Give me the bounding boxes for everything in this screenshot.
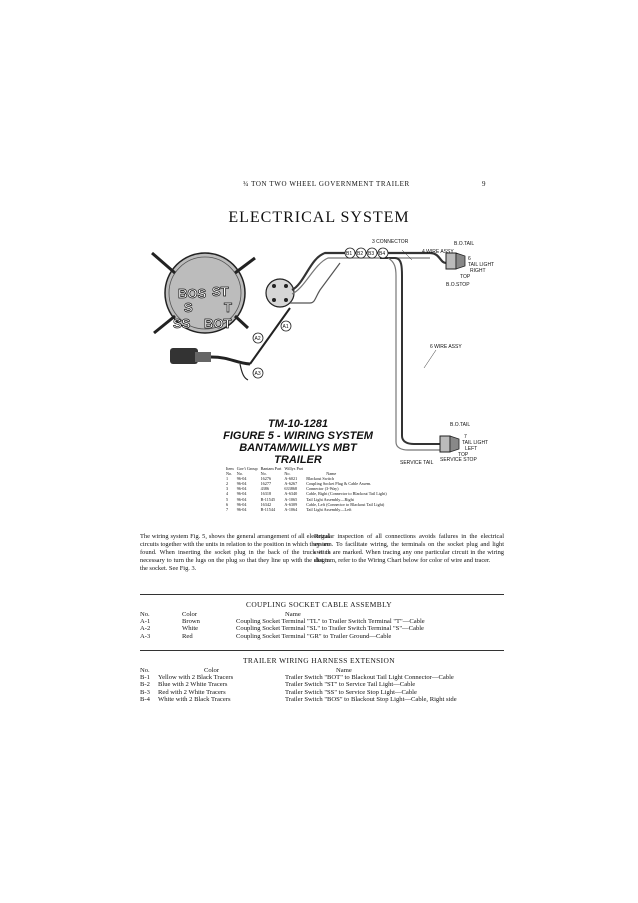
table-row: A-3 Red Coupling Socket Terminal "GR" to… [140, 632, 392, 640]
label-top-right: TOP [460, 274, 471, 280]
label-bo-tail-bottom: B.O.TAIL [450, 422, 470, 428]
figure-line-1: TM-10-1281 [268, 418, 328, 430]
label-num6: 6 [468, 256, 471, 262]
label-bos: BOS [178, 286, 207, 301]
figure-caption: TM-10-1281 FIGURE 5 - WIRING SYSTEM BANT… [218, 418, 378, 466]
label-ss: SS [173, 316, 191, 331]
figure-line-2: FIGURE 5 - WIRING SYSTEM [223, 430, 373, 442]
label-a3: A3 [255, 371, 261, 377]
running-title: ¾ TON TWO WHEEL GOVERNMENT TRAILER [243, 180, 410, 188]
label-wire-assy-top: 4 WIRE ASSY [422, 249, 454, 255]
divider [140, 650, 504, 651]
harness-title: TRAILER WIRING HARNESS EXTENSION [242, 656, 396, 665]
label-a2: A2 [255, 336, 261, 342]
figure-line-4: TRAILER [274, 454, 322, 466]
label-b1: B1 [346, 251, 352, 257]
table-row: B-4 White with 2 Black Tracers Trailer S… [140, 695, 457, 703]
body-right-column: Regular inspection of all connections av… [314, 533, 504, 564]
label-b4: B4 [379, 251, 385, 257]
label-right: RIGHT [470, 268, 486, 274]
label-tail-light-left: TAIL LIGHT [462, 440, 488, 446]
section-title: ELECTRICAL SYSTEM [228, 209, 410, 226]
body-left-column: The wiring system Fig. 5, shows the gene… [140, 533, 330, 572]
table-row: A-1 Brown Coupling Socket Terminal "TL" … [140, 618, 425, 626]
label-st: ST [212, 284, 229, 299]
harness-table: No. Color Name B-1 Yellow with 2 Black T… [140, 667, 504, 703]
coupling-header-row: No. Color Name [140, 611, 301, 618]
coupling-table: No. Color Name A-1 Brown Coupling Socket… [140, 611, 504, 640]
table-row: B-3 Red with 2 White Tracers Trailer Swi… [140, 688, 417, 696]
label-wire-assy-mid: 6 WIRE ASSY [430, 344, 462, 350]
parts-table: Item Gov't Group Bantam Part Willys Part… [226, 466, 390, 512]
label-service-stop: SERVICE STOP [440, 457, 477, 463]
parts-head-row-1: Item Gov't Group Bantam Part Willys Part [226, 466, 304, 471]
table-row: B-1 Yellow with 2 Black Tracers Trailer … [140, 674, 454, 682]
divider [140, 594, 504, 595]
tail-light-left [439, 435, 460, 453]
connector-b-circles: B1 B2 B3 B4 [344, 247, 389, 259]
label-tail-light-right: TAIL LIGHT [468, 262, 494, 268]
label-bo-tail-top: B.O.TAIL [454, 241, 474, 247]
tail-light-right [445, 252, 466, 270]
coupling-socket-plug [170, 307, 291, 381]
label-num7: 7 [464, 434, 467, 440]
page-number: 9 [482, 180, 487, 188]
label-s: S [184, 300, 193, 315]
figure-line-3: BANTAM/WILLYS MBT [239, 442, 357, 454]
label-b2: B2 [357, 251, 363, 257]
switch-housing [265, 278, 295, 308]
wiring-diagram: BOS ST S T SS BOT B1 B2 B3 B [151, 239, 494, 466]
label-bo-stop-top: B.O.STOP [446, 282, 470, 288]
harness-header-row: No. Color Name [140, 667, 352, 674]
label-b3: B3 [368, 251, 374, 257]
label-bot: BOT [204, 316, 232, 331]
table-row: B-2 Blue with 2 White Tracers Trailer Sw… [140, 681, 416, 689]
label-a1: A1 [283, 324, 289, 330]
blackout-switch: BOS ST S T SS BOT [151, 251, 256, 335]
label-top-left: TOP [458, 452, 469, 458]
label-t: T [224, 300, 232, 315]
table-row: A-2 White Coupling Socket Terminal "SL" … [140, 625, 424, 633]
label-left: LEFT [465, 446, 477, 452]
coupling-title: COUPLING SOCKET CABLE ASSEMBLY [245, 600, 393, 609]
parts-head-row-2: No. No. No. No. Name [226, 471, 337, 477]
label-service-tail: SERVICE TAIL [400, 460, 434, 466]
label-connector: 3 CONNECTOR [372, 239, 409, 245]
